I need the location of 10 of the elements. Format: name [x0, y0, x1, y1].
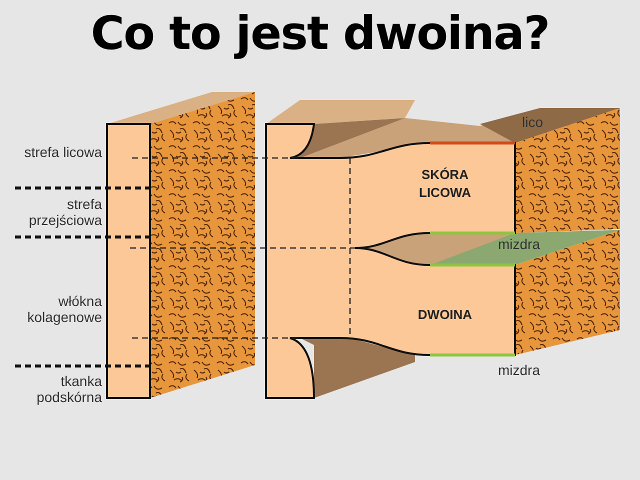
layer-name: SKÓRA LICOWA [418, 166, 472, 202]
part-label: strefa licowa [23, 144, 102, 160]
title: Co to jest dwoina? [90, 6, 550, 60]
part-label: mizdra [498, 362, 542, 378]
layer-name: DWOINA [416, 306, 474, 324]
part-label: włókna kolagenowe [26, 293, 102, 325]
part-label: strefa przejściowa [28, 196, 102, 228]
part-label: tkanka podskórna [36, 373, 102, 405]
part-label: lico [522, 114, 544, 130]
part-label: mizdra [498, 236, 542, 252]
